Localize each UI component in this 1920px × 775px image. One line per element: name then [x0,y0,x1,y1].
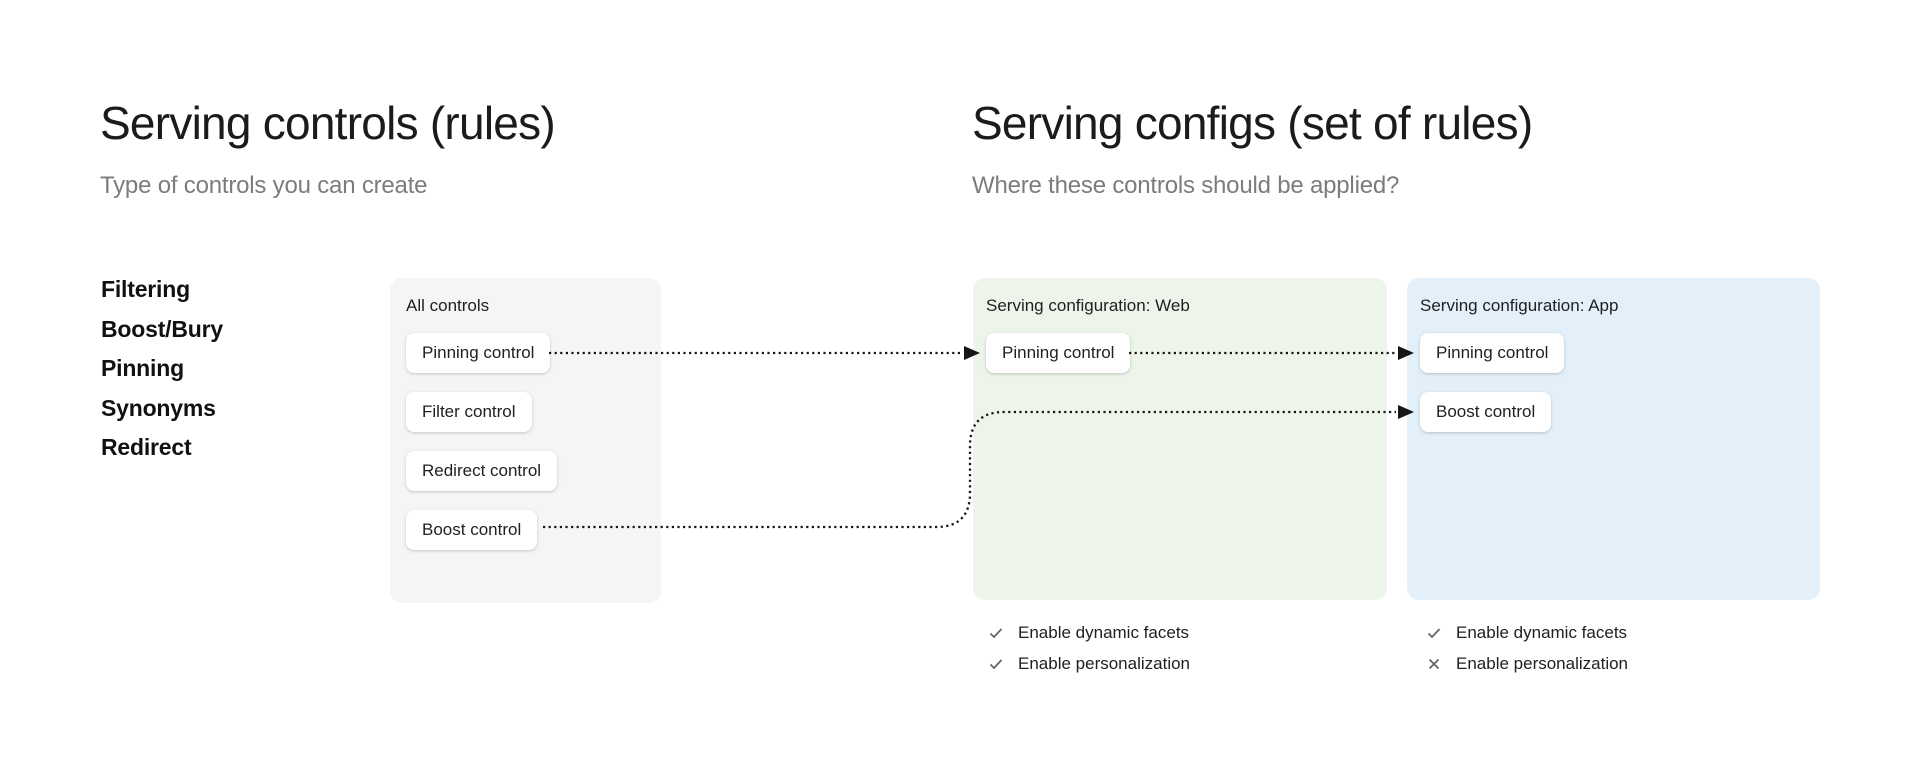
setting-label: Enable personalization [1456,654,1629,673]
pill-filter-control: Filter control [406,392,532,432]
app-pill-stack: Pinning control Boost control [1420,333,1804,432]
setting-label: Enable dynamic facets [1018,623,1190,642]
app-pill-pinning-control: Pinning control [1420,333,1565,373]
setting-label: Enable dynamic facets [1456,623,1628,642]
check-icon [1427,628,1441,639]
web-card-title: Serving configuration: Web [986,296,1190,315]
pill-boost-control: Boost control [406,510,538,550]
pill-redirect-control: Redirect control [406,451,558,491]
all-controls-card-title: All controls [406,296,490,315]
all-controls-pill-stack: Pinning control Filter control Redirect … [406,333,645,550]
app-settings-list: Enable dynamic facets Enable personaliza… [1426,622,1628,675]
web-setting-personalization: Enable personalization [988,653,1190,675]
control-type-filtering: Filtering [101,276,190,302]
left-section-title: Serving controls (rules) [100,97,556,149]
app-setting-dynamic-facets: Enable dynamic facets [1426,622,1628,644]
web-setting-dynamic-facets: Enable dynamic facets [988,622,1190,644]
serving-config-app-card: Serving configuration: App Pinning contr… [1407,278,1820,600]
check-icon [989,659,1003,670]
app-card-title: Serving configuration: App [1420,296,1619,315]
x-icon [1428,658,1440,670]
right-section-subtitle: Where these controls should be applied? [972,172,1400,199]
web-pill-pinning-control: Pinning control [986,333,1131,373]
all-controls-card: All controls Pinning control Filter cont… [390,278,661,603]
control-type-boost-bury: Boost/Bury [101,315,223,342]
setting-label: Enable personalization [1018,654,1191,673]
web-settings-list: Enable dynamic facets Enable personaliza… [988,622,1190,675]
control-types-list: Filtering Boost/Bury Pinning Synonyms Re… [101,270,223,468]
pill-pinning-control: Pinning control [406,333,551,373]
check-icon [989,628,1003,639]
left-section-header: Serving controls (rules) Type of control… [100,96,556,200]
serving-config-web-card: Serving configuration: Web Pinning contr… [973,278,1387,600]
control-type-pinning: Pinning [101,355,184,381]
right-section-title: Serving configs (set of rules) [972,97,1533,149]
left-section-subtitle: Type of controls you can create [100,172,428,199]
control-type-redirect: Redirect [101,434,192,460]
web-pill-stack: Pinning control [986,333,1371,373]
app-setting-personalization: Enable personalization [1426,653,1628,675]
control-type-synonyms: Synonyms [101,394,216,421]
right-section-header: Serving configs (set of rules) Where the… [972,96,1533,200]
app-pill-boost-control: Boost control [1420,392,1552,432]
